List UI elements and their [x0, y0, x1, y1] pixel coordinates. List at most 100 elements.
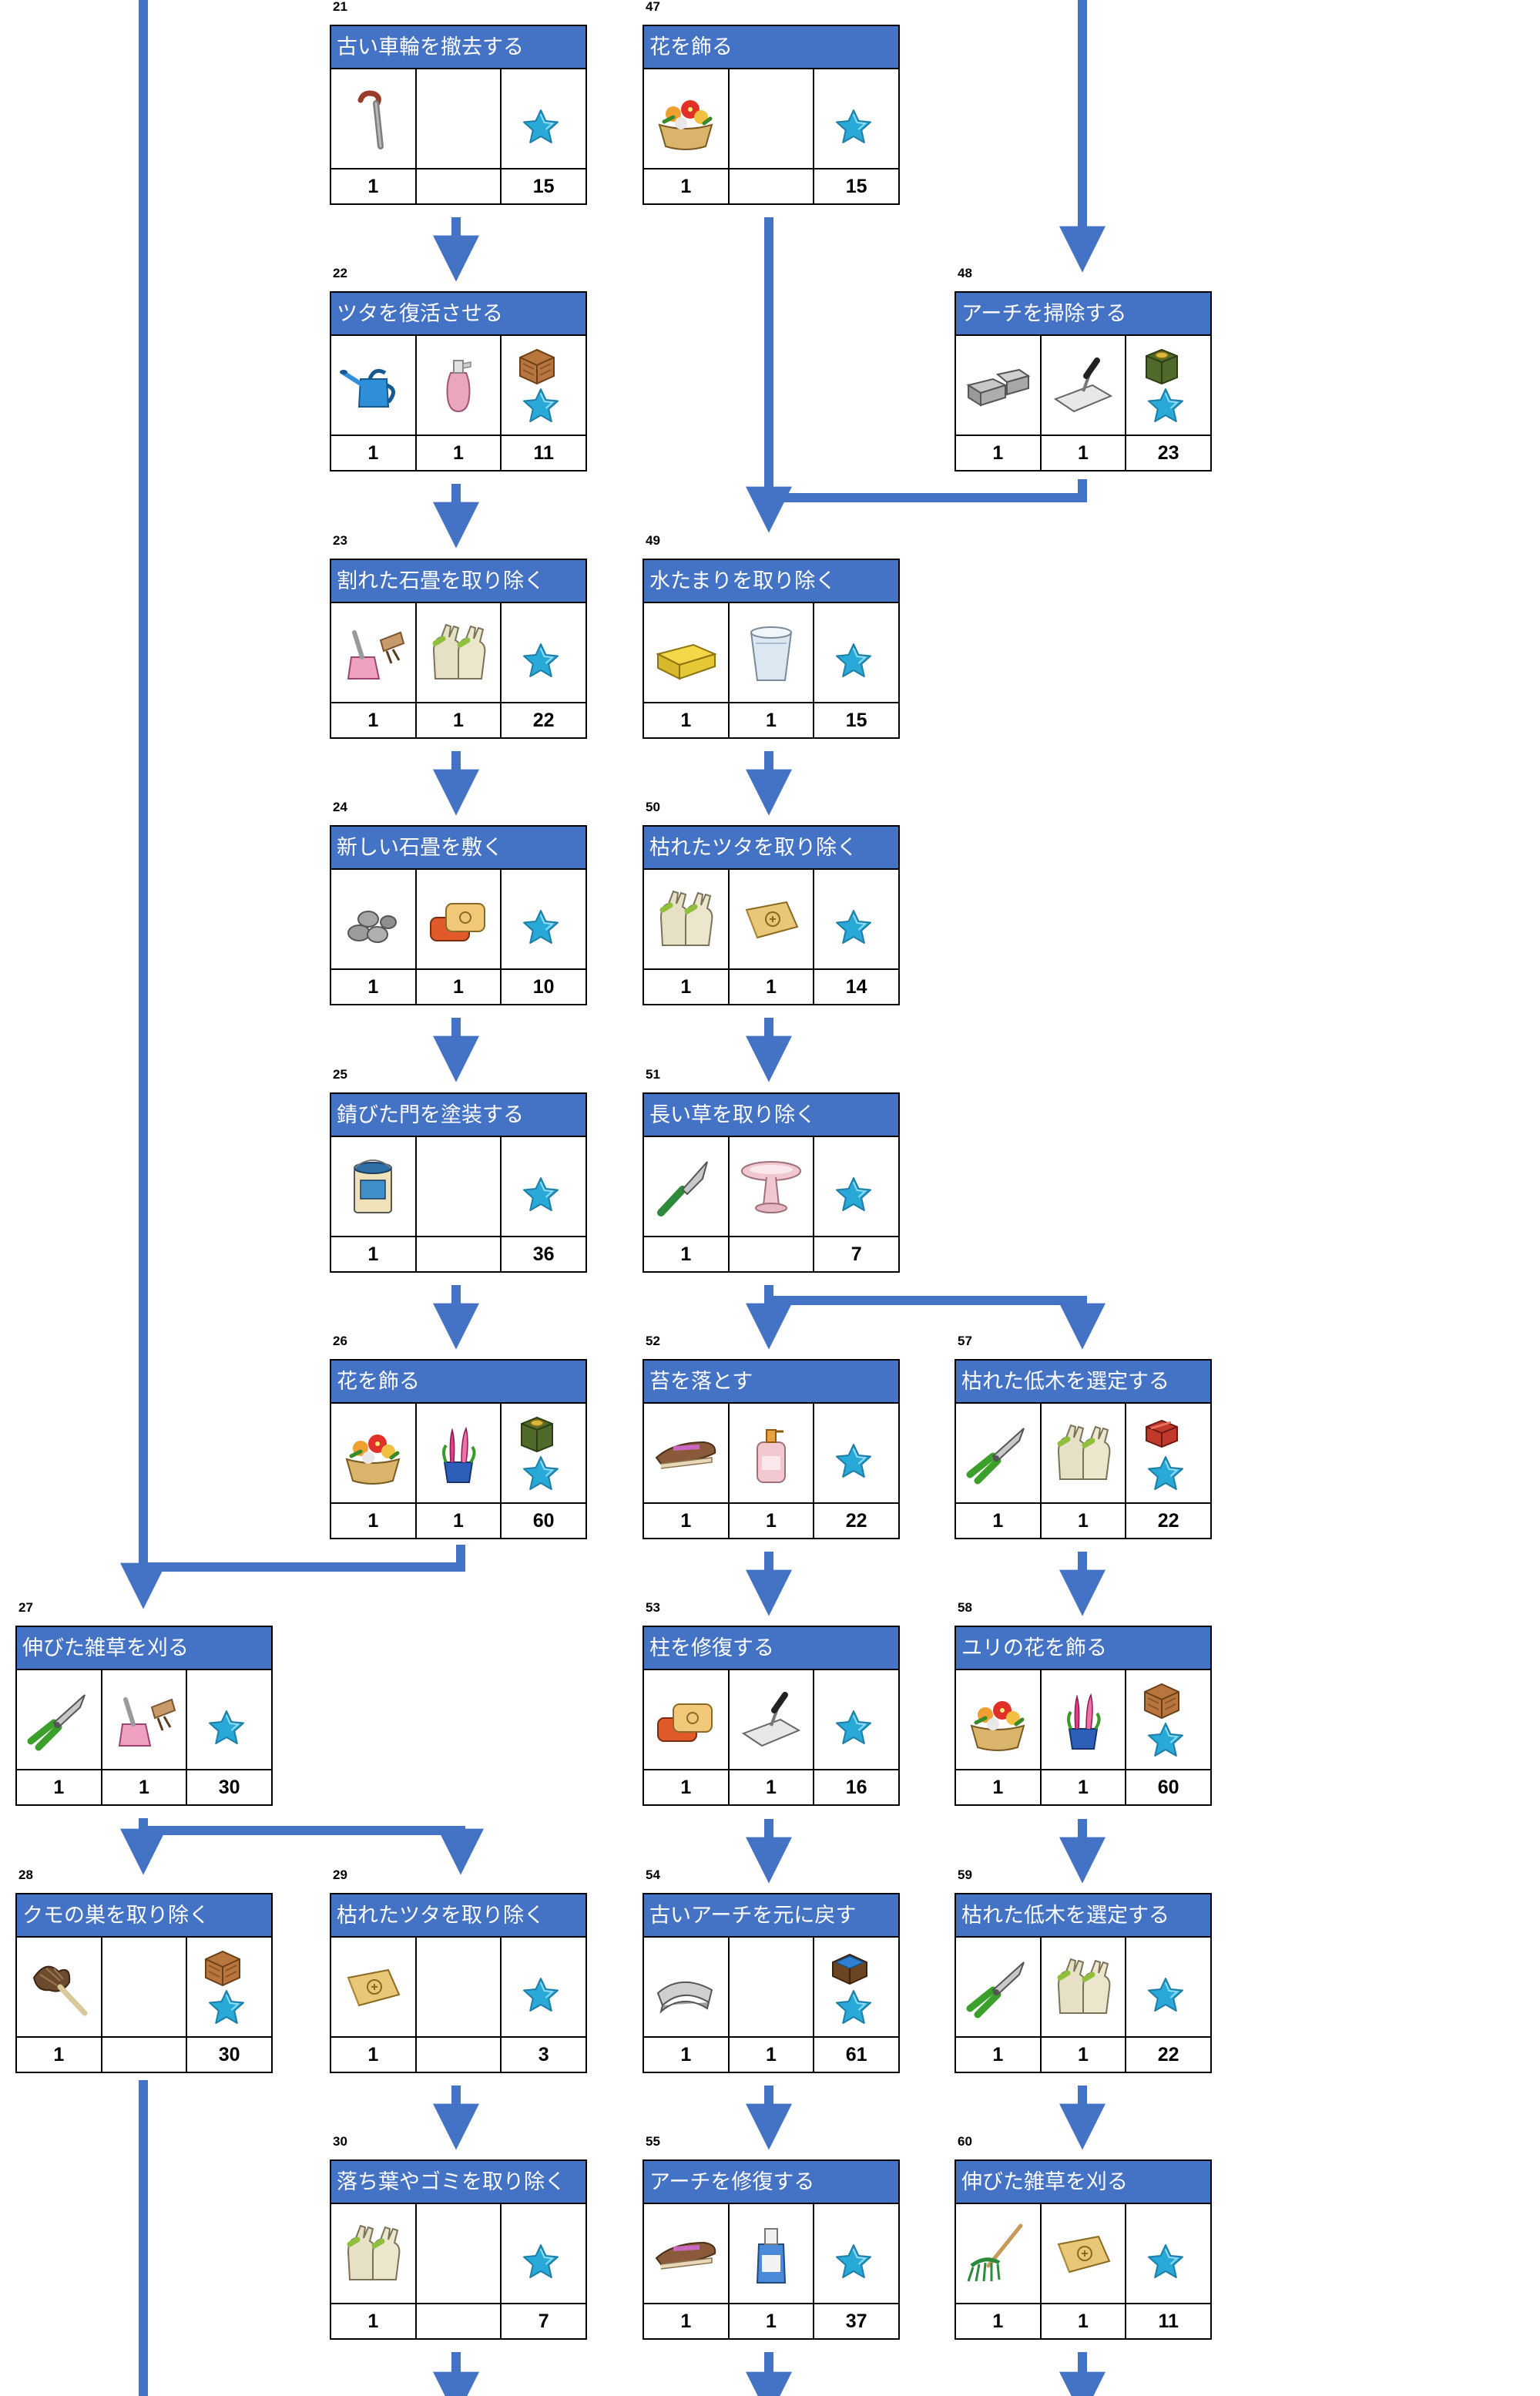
sandbags-icon	[650, 1684, 721, 1755]
arrow-51-57	[769, 1296, 1106, 1350]
shears-icon	[962, 1951, 1033, 2022]
item-count: 1	[730, 1770, 815, 1804]
paint-can-icon	[337, 1151, 408, 1222]
green-box-icon	[1140, 344, 1183, 387]
reward-cell	[502, 336, 585, 435]
item-cell	[417, 870, 502, 968]
reward-count: 15	[532, 176, 555, 197]
item-count: 1	[331, 1504, 417, 1538]
task-number: 52	[646, 1334, 660, 1348]
bucket-icon	[736, 617, 807, 688]
item-cell	[644, 1938, 730, 2036]
item-cell	[331, 1938, 417, 2036]
task-title: 水たまりを取り除く	[644, 560, 898, 603]
task-number: 21	[333, 0, 347, 14]
item-count: 1	[644, 1504, 730, 1538]
task-items-row	[956, 1404, 1210, 1504]
reward-count: 10	[532, 976, 555, 998]
task-items-row	[644, 1670, 898, 1770]
item-cell	[730, 1670, 815, 1769]
crate-icon	[515, 344, 559, 387]
item-cell	[644, 1670, 730, 1769]
item-cell	[417, 2204, 502, 2303]
item-cell	[1042, 1670, 1127, 1769]
task-number: 24	[333, 800, 347, 814]
task-items-row	[331, 2204, 585, 2304]
flower-basket-icon	[962, 1684, 1033, 1755]
arrow-48-49	[764, 479, 1087, 502]
item-cell	[17, 1670, 102, 1769]
gloves-icon	[1048, 1951, 1119, 2022]
item-cell	[1042, 1404, 1127, 1502]
gloves-icon	[337, 2218, 408, 2289]
item-cell	[730, 69, 815, 168]
crowbar-icon	[337, 83, 408, 154]
task-title: アーチを修復する	[644, 2161, 898, 2204]
item-cell	[331, 2204, 417, 2303]
item-count: 1	[644, 970, 730, 1004]
item-cell	[730, 1938, 815, 2036]
item-cell	[730, 870, 815, 968]
reward-count: 36	[532, 1243, 555, 1265]
item-cell	[1042, 2204, 1127, 2303]
item-count: 1	[417, 703, 502, 737]
reward-count: 15	[845, 710, 867, 731]
reward-count: 60	[1157, 1777, 1179, 1798]
item-cell	[644, 870, 730, 968]
star-icon	[1146, 1721, 1185, 1760]
item-count	[417, 1237, 502, 1271]
item-cell	[17, 1938, 102, 2036]
task-number: 60	[958, 2134, 972, 2149]
star-icon	[522, 908, 560, 947]
star-icon	[834, 1442, 873, 1481]
task-items-row	[956, 1670, 1210, 1770]
seed-bag-icon	[337, 1951, 408, 2022]
hyacinth-pot-icon	[1048, 1684, 1119, 1755]
task-number: 57	[958, 1334, 972, 1348]
reward-count: 30	[218, 1777, 240, 1798]
reward-count: 37	[845, 2310, 867, 2332]
task-number: 59	[958, 1867, 972, 1882]
star-icon	[834, 1988, 873, 2027]
star-icon	[207, 1709, 246, 1747]
star-icon	[1146, 2243, 1185, 2281]
item-cell	[956, 336, 1042, 435]
item-count: 1	[956, 436, 1042, 470]
task-number: 50	[646, 800, 660, 814]
task-title: ユリの花を飾る	[956, 1627, 1210, 1670]
gloves-icon	[423, 617, 494, 688]
task-number: 27	[18, 1600, 33, 1615]
reward-count: 22	[845, 1510, 867, 1532]
reward-count: 14	[845, 976, 867, 998]
green-box-icon	[515, 1411, 559, 1455]
item-count: 1	[644, 703, 730, 737]
task-items-row	[331, 1137, 585, 1237]
item-count: 1	[331, 436, 417, 470]
item-count: 1	[331, 703, 417, 737]
item-count: 1	[956, 1770, 1042, 1804]
task-number: 26	[333, 1334, 347, 1348]
